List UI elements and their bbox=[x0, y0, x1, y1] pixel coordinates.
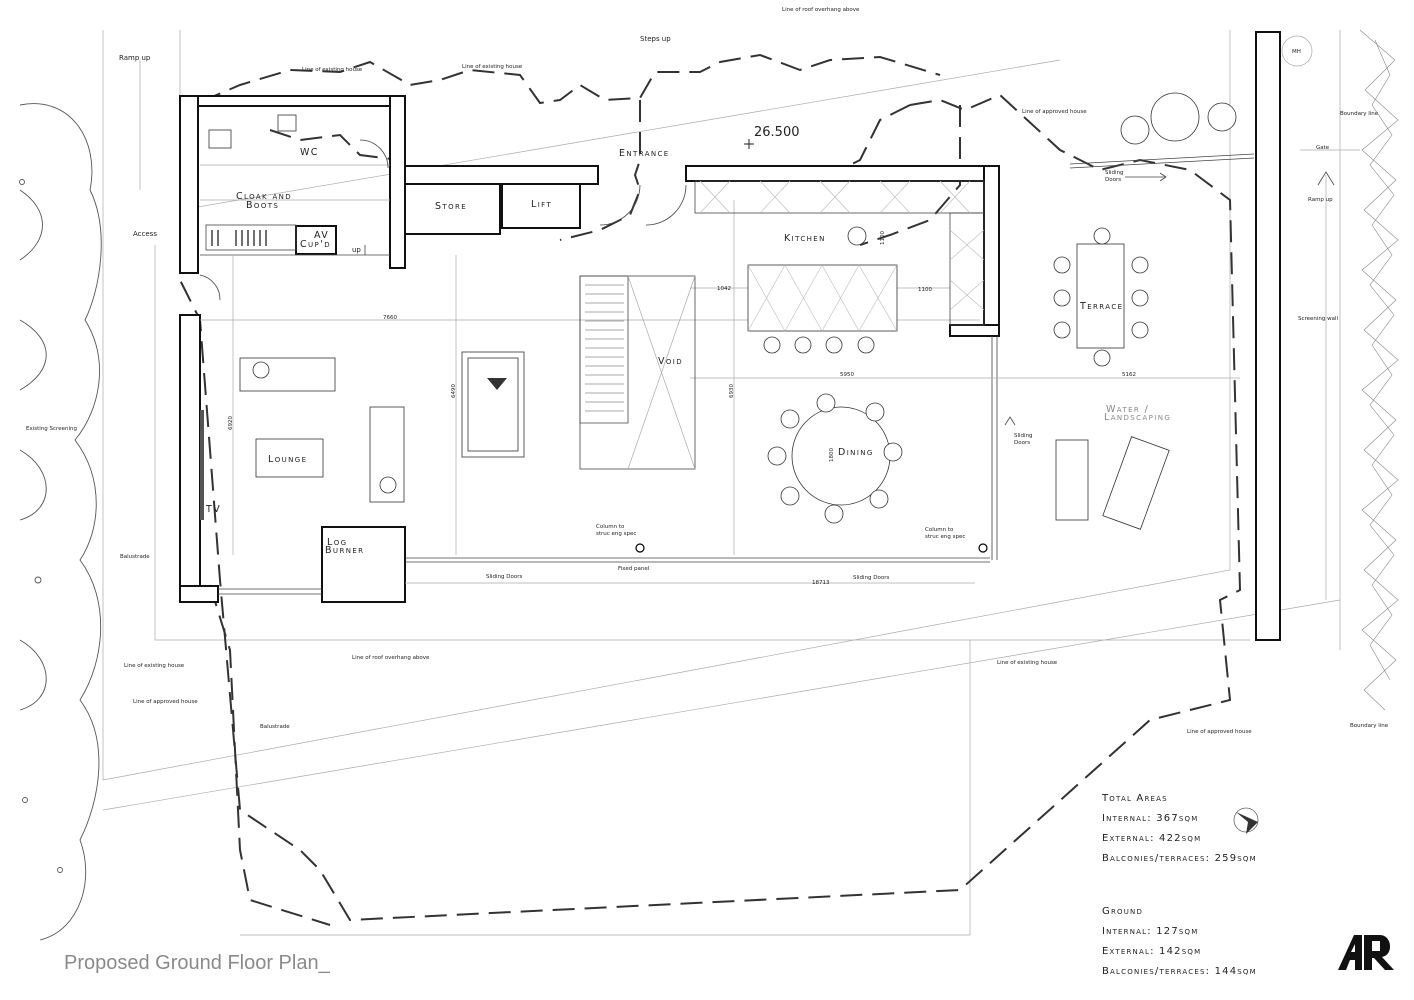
total-external-area: External: 422sqm bbox=[1102, 833, 1201, 844]
arrows bbox=[364, 171, 1335, 426]
dashed-house-outlines bbox=[179, 53, 1242, 926]
approved-house-left-label: Line of approved house bbox=[133, 699, 198, 705]
total-areas-heading: Total Areas bbox=[1101, 793, 1168, 804]
ground-heading: Ground bbox=[1102, 906, 1143, 917]
lounge-room-label: Lounge bbox=[268, 454, 307, 465]
water-label: Water / bbox=[1106, 404, 1149, 415]
existing-house-left-label: Line of existing house bbox=[124, 663, 185, 669]
landscaping-label: Landscaping bbox=[1104, 412, 1171, 423]
mh-label: MH bbox=[1292, 49, 1301, 55]
ground-balconies-area: Balconies/terraces: 144sqm bbox=[1102, 966, 1257, 977]
column-label-2a: Column to bbox=[925, 527, 954, 533]
approved-house-right-label: Line of approved house bbox=[1187, 729, 1252, 735]
log-burner-label-1: Log bbox=[327, 537, 347, 548]
balustrade-label-1: Balustrade bbox=[120, 554, 150, 560]
wc-fittings bbox=[199, 114, 687, 301]
site-lines bbox=[102, 30, 1360, 936]
sliding-doors-label-1: Sliding Doors bbox=[486, 574, 523, 580]
dim-7660: 7660 bbox=[383, 315, 397, 321]
entrance-room-label: Entrance bbox=[619, 148, 670, 159]
sliding-doors-label-4b: Doors bbox=[1105, 177, 1121, 183]
ar-logo-icon bbox=[1338, 935, 1394, 970]
terrace-furniture bbox=[1053, 35, 1313, 530]
dim-5162: 5162 bbox=[1122, 372, 1136, 378]
north-arrow-icon bbox=[1233, 807, 1259, 834]
dim-5950: 5950 bbox=[840, 372, 854, 378]
ground-external-area: External: 142sqm bbox=[1102, 946, 1201, 957]
walls bbox=[179, 31, 1281, 641]
existing-screening-label: Existing Screening bbox=[26, 426, 77, 432]
av-label: AV bbox=[314, 230, 329, 241]
lounge-furniture bbox=[200, 351, 525, 520]
boots-room-label: Boots bbox=[246, 200, 279, 211]
ramp-up-right-label: Ramp up bbox=[1308, 197, 1333, 203]
dim-1042: 1042 bbox=[717, 286, 731, 292]
tv-label: TV bbox=[205, 504, 221, 515]
balustrade-label-2: Balustrade bbox=[260, 724, 290, 730]
steps-up-label: Steps up bbox=[640, 35, 671, 43]
boundary-line-label-1: Boundary line bbox=[1340, 111, 1379, 117]
column-label-1a: Column to bbox=[596, 524, 625, 530]
level-cross-icon bbox=[744, 139, 754, 149]
existing-house-label-1: Line of existing house bbox=[302, 67, 363, 73]
columns bbox=[635, 543, 988, 553]
dim-6930: 6930 bbox=[729, 384, 735, 398]
dining-set bbox=[767, 393, 903, 524]
void-label: Void bbox=[658, 356, 683, 367]
sliding-doors-label-3b: Doors bbox=[1014, 440, 1030, 446]
wc-room-label: WC bbox=[300, 147, 319, 158]
sliding-doors-label-4a: Sliding bbox=[1105, 170, 1124, 176]
lift-room-label: Lift bbox=[531, 199, 552, 210]
hedge-right bbox=[1359, 29, 1399, 711]
column-label-1b: struc eng spec bbox=[596, 531, 636, 537]
boundary-line-label-2: Boundary line bbox=[1350, 723, 1389, 729]
access-label: Access bbox=[133, 230, 157, 238]
sliding-doors-label-3a: Sliding bbox=[1014, 433, 1033, 439]
stair-void bbox=[579, 275, 696, 470]
terrace-label: Terrace bbox=[1079, 301, 1123, 312]
dining-room-label: Dining bbox=[838, 447, 874, 458]
dim-6920: 6920 bbox=[228, 416, 234, 430]
roof-overhang-top-label: Line of roof overhang above bbox=[782, 7, 860, 13]
approved-house-top-label: Line of approved house bbox=[1022, 109, 1087, 115]
kitchen-room-label: Kitchen bbox=[784, 233, 826, 244]
fixed-panel-label: Fixed panel bbox=[618, 566, 650, 572]
column-label-2b: struc eng spec bbox=[925, 534, 965, 540]
store-room-label: Store bbox=[435, 201, 467, 212]
existing-house-right-label: Line of existing house bbox=[997, 660, 1058, 666]
drawing-title: Proposed Ground Floor Plan_ bbox=[64, 952, 331, 974]
existing-house-label-2: Line of existing house bbox=[462, 64, 523, 70]
cupd-label: Cup'd bbox=[300, 239, 331, 250]
total-internal-area: Internal: 367sqm bbox=[1102, 813, 1199, 824]
gate-label: Gate bbox=[1316, 145, 1330, 151]
up-label: up bbox=[352, 246, 361, 254]
dim-1100-b: 1100 bbox=[880, 231, 886, 245]
ramp-up-label: Ramp up bbox=[119, 54, 151, 62]
dim-1800: 1800 bbox=[829, 448, 835, 462]
dim-6490: 6490 bbox=[451, 384, 457, 398]
log-burner-label-2: Burner bbox=[325, 545, 364, 556]
dimension-lines bbox=[139, 60, 1327, 600]
level-value: 26.500 bbox=[754, 125, 800, 140]
sliding-doors-label-2: Sliding Doors bbox=[853, 575, 890, 581]
dim-18713: 18713 bbox=[812, 580, 830, 586]
kitchen-fittings bbox=[694, 180, 985, 354]
total-balconies-area: Balconies/terraces: 259sqm bbox=[1102, 853, 1257, 864]
ground-internal-area: Internal: 127sqm bbox=[1102, 926, 1199, 937]
cloak-room-label: Cloak and bbox=[236, 191, 292, 202]
dim-1100-a: 1100 bbox=[918, 287, 932, 293]
screening-wall-label: Screening wall bbox=[1298, 316, 1339, 322]
roof-overhang-bottom-label: Line of roof overhang above bbox=[352, 655, 430, 661]
glazing bbox=[200, 153, 1255, 595]
trees-left bbox=[19, 103, 102, 941]
